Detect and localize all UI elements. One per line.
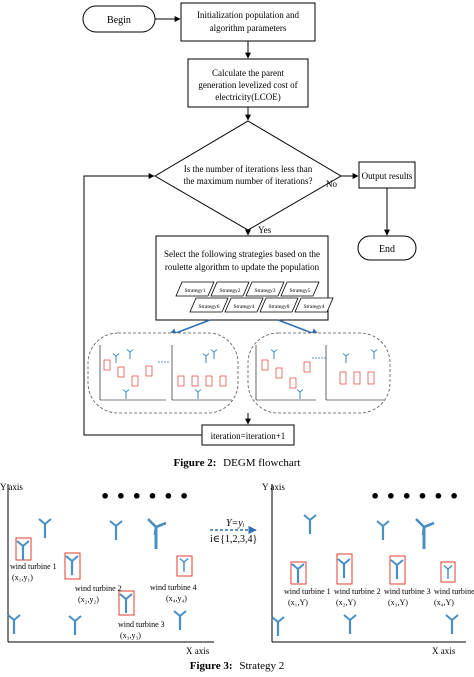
left-x-axis-label: X axis	[186, 646, 210, 656]
right-turbine-1-name: wind turbine 1	[284, 587, 331, 596]
figure3-caption: Figure 3: Strategy 2	[190, 660, 285, 672]
begin-label: Begin	[107, 15, 131, 26]
calc-node: Calculate the parent generation levelize…	[187, 58, 309, 108]
strategy-box: Strategy4	[294, 297, 334, 313]
arrow-label-bottom: i∈{1,2,3,4}	[210, 534, 257, 545]
figure2-caption-text: DEGM flowchart	[223, 457, 300, 469]
left-turbine-4-name: wind turbine 4	[150, 583, 197, 592]
strategy-label: Strategy6	[198, 304, 219, 310]
right-turbine-1-coord: (x₁,Y)	[288, 598, 308, 607]
decision-label-2: the maximum number of iterations?	[184, 176, 313, 186]
strategy-shape	[224, 297, 264, 313]
right-turbine-4-name: wind turbine 4	[434, 587, 474, 596]
select-label-2: roulette algorithm to update the populat…	[165, 262, 320, 272]
strategy-shape	[245, 281, 285, 297]
left-panel: Y axis X axis • • • • • • wind turbine 1…	[0, 482, 214, 656]
select-node: Select the following strategies based on…	[155, 235, 334, 321]
strategy-shape	[294, 297, 334, 313]
figure2-caption: Figure 2: DEGM flowchart	[174, 457, 301, 469]
left-turbine-3-coord: (x₃,y₃)	[120, 631, 141, 640]
strategy-shape	[175, 281, 215, 297]
end-label: End	[379, 244, 395, 255]
strategy-shape	[210, 281, 250, 297]
strategy-label: Strategy3	[254, 288, 275, 294]
init-node: Initialization population and algorithm …	[180, 2, 316, 42]
right-ellipsis: • • • • • •	[370, 487, 459, 506]
calc-label-2: generation levelized cost of	[198, 80, 297, 90]
end-node: End	[357, 235, 417, 261]
figure2-caption-bold: Figure 2:	[174, 457, 217, 469]
output-label: Output results	[362, 171, 413, 181]
figure3: Y axis X axis • • • • • • wind turbine 1…	[0, 482, 474, 656]
strategy-shape	[189, 297, 229, 313]
strategy-label: Strategy4	[303, 304, 324, 310]
strategy-label: Strategy4	[233, 304, 254, 310]
left-ellipsis: • • • • • •	[100, 487, 189, 506]
mini-panel-left	[87, 332, 239, 414]
left-turbine-3-name: wind turbine 3	[118, 620, 165, 629]
right-turbine-3-name: wind turbine 3	[384, 587, 431, 596]
strategy-label: Strategy5	[289, 288, 310, 294]
left-turbine-2-coord: (x₂,y₂)	[78, 595, 99, 604]
strategy-label: Strategy2	[219, 288, 240, 294]
decision-label-1: Is the number of iterations less than	[184, 164, 313, 174]
calc-label-3: electricity(LCOE)	[215, 92, 280, 102]
right-turbine-3-coord: (x₃,Y)	[388, 598, 408, 607]
mini-panel-right	[247, 332, 391, 414]
init-label-1: Initialization population and	[197, 10, 299, 20]
arrow-label-top: Y=yᵢ	[226, 518, 245, 529]
right-turbine-4-coord: (x₄,Y)	[434, 598, 454, 607]
strategy-row-bottom: Strategy6 Strategy4 Strategy8 Strategy4	[189, 297, 334, 313]
strategy-shape	[280, 281, 320, 297]
strategy-box: Strategy2	[210, 281, 250, 297]
strategy-box: Strategy5	[280, 281, 320, 297]
figure3-caption-bold: Figure 3:	[190, 660, 233, 672]
transform-arrow: Y=yᵢ i∈{1,2,3,4}	[210, 518, 257, 545]
output-node: Output results	[358, 161, 416, 189]
strategy-label: Strategy8	[268, 304, 289, 310]
left-y-axis-label: Y axis	[0, 482, 23, 492]
iteration-label: iteration=iteration+1	[211, 431, 286, 441]
strategy-box: Strategy1	[175, 281, 215, 297]
strategy-row-top: Strategy1 Strategy2 Strategy3 Strategy5	[175, 281, 320, 297]
left-turbine-4-coord: (x₄,y₄)	[166, 594, 187, 603]
right-turbine-2-name: wind turbine 2	[334, 587, 381, 596]
begin-node: Begin	[82, 5, 156, 33]
right-x-axis-label: X axis	[432, 646, 456, 656]
select-label-1: Select the following strategies based on…	[164, 249, 320, 259]
strategy-shape	[259, 297, 299, 313]
init-label-2: algorithm parameters	[210, 23, 287, 33]
left-turbine-2-name: wind turbine 2	[75, 584, 122, 593]
strategy-box: Strategy8	[259, 297, 299, 313]
strategy-box: Strategy4	[224, 297, 264, 313]
calc-label-1: Calculate the parent	[212, 68, 284, 78]
left-turbine-1-name: wind turbine 1	[10, 562, 57, 571]
strategy-label: Strategy1	[184, 288, 205, 294]
strategy-box: Strategy3	[245, 281, 285, 297]
no-label: No	[326, 179, 337, 189]
yes-label: Yes	[258, 225, 272, 235]
strategy-box: Strategy6	[189, 297, 229, 313]
decision-node: Is the number of iterations less than th…	[154, 120, 342, 231]
right-y-axis-label: Y axis	[262, 482, 285, 492]
left-turbine-1-coord: (x₁,y₁)	[12, 573, 33, 582]
right-turbine-2-coord: (x₂,Y)	[336, 598, 356, 607]
figure3-caption-text: Strategy 2	[239, 660, 284, 672]
right-panel: Y axis X axis • • • • • • wind turbine 1…	[262, 482, 474, 656]
flowchart: Begin Initialization population and algo…	[82, 2, 417, 446]
iteration-node: iteration=iteration+1	[201, 424, 295, 446]
